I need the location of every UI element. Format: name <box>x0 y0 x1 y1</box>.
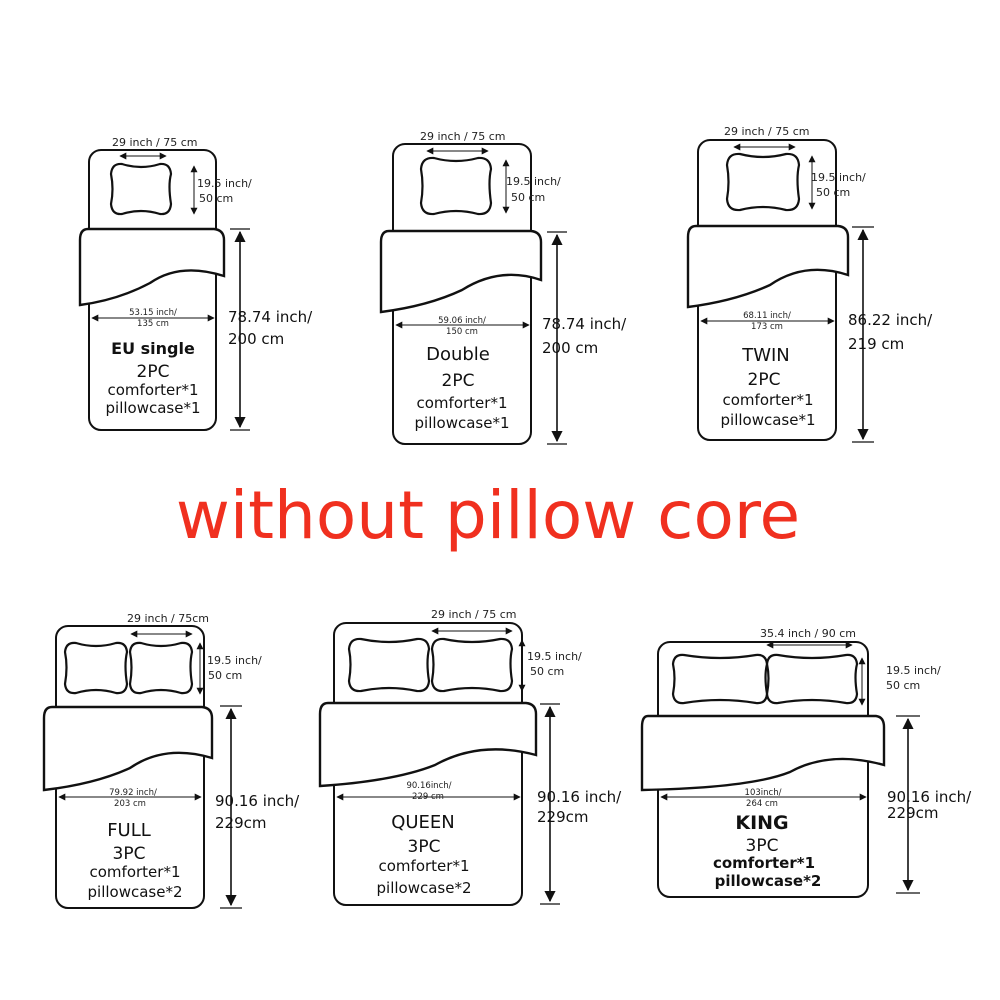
bed-length-label: 90.16 inch/ <box>215 792 300 810</box>
bed-twin <box>686 139 874 443</box>
size-name: QUEEN <box>391 812 455 833</box>
pillow-shape <box>430 637 514 693</box>
bed-width-cm-label: 229 cm <box>412 792 444 802</box>
bed-length-cm-label: 229cm <box>537 808 589 826</box>
pillow-height-cm-label: 50 cm <box>530 665 564 678</box>
bed-length-label: 86.22 inch/ <box>848 311 933 329</box>
bed-width-label: 103inch/ <box>745 788 782 798</box>
bed-full <box>42 625 242 909</box>
piece-count: 2PC <box>748 370 781 390</box>
size-name: FULL <box>107 820 151 841</box>
pillow-width-label: 29 inch / 75cm <box>127 612 209 625</box>
bed-width-cm-label: 135 cm <box>137 319 169 329</box>
comforter-shape <box>686 224 850 309</box>
comforter-shape <box>318 701 538 788</box>
pillow-width-label: 29 inch / 75 cm <box>431 608 517 621</box>
pillow-height-cm-label: 50 cm <box>886 679 920 692</box>
bed-width-cm-label: 203 cm <box>114 799 146 809</box>
bed-length-label: 90.16 inch/ <box>887 788 972 806</box>
pillow-height-label: 19.5 inch/ <box>527 650 582 663</box>
bed-king <box>640 641 920 898</box>
piece-count: 2PC <box>442 371 475 391</box>
comforter-shape <box>42 705 214 792</box>
pillowcase-count: pillowcase*2 <box>715 872 822 890</box>
bed-length-cm-label: 200 cm <box>542 339 598 357</box>
pillow-height-label: 19.5 inch/ <box>506 175 561 188</box>
comforter-count: comforter*1 <box>713 854 815 872</box>
bed-length-label: 90.16 inch/ <box>537 788 622 806</box>
pillow-width-label: 35.4 inch / 90 cm <box>760 627 856 640</box>
comforter-shape <box>640 714 886 792</box>
pillow-height-label: 19.5 inch/ <box>207 654 262 667</box>
pillow-shape <box>725 152 801 212</box>
bed-eu-single <box>78 149 250 431</box>
banner-text: without pillow core <box>176 477 800 554</box>
piece-count: 2PC <box>137 362 170 382</box>
pillow-height-cm-label: 50 cm <box>511 191 545 204</box>
pillowcase-count: pillowcase*1 <box>106 399 201 417</box>
pillow-height-cm-label: 50 cm <box>199 192 233 205</box>
bed-width-label: 90.16inch/ <box>406 781 451 791</box>
pillow-height-label: 19.5 inch/ <box>886 664 941 677</box>
comforter-count: comforter*1 <box>90 863 181 881</box>
bed-length-cm-label: 200 cm <box>228 330 284 348</box>
comforter-shape <box>78 227 226 307</box>
piece-count: 3PC <box>113 844 146 864</box>
pillow-height-label: 19.5 inch/ <box>811 171 866 184</box>
bed-double <box>379 143 567 445</box>
comforter-count: comforter*1 <box>417 394 508 412</box>
bed-length-label: 78.74 inch/ <box>228 308 313 326</box>
comforter-count: comforter*1 <box>108 381 199 399</box>
bed-queen <box>318 622 560 906</box>
bed-length-cm-label: 219 cm <box>848 335 904 353</box>
pillow-shape <box>63 641 129 695</box>
pillow-shape <box>419 156 493 216</box>
bed-width-label: 53.15 inch/ <box>129 308 177 318</box>
bed-width-label: 59.06 inch/ <box>438 316 486 326</box>
comforter-count: comforter*1 <box>723 391 814 409</box>
pillow-height-cm-label: 50 cm <box>816 186 850 199</box>
piece-count: 3PC <box>746 836 779 856</box>
pillow-shape <box>347 637 431 693</box>
pillowcase-count: pillowcase*2 <box>88 883 183 901</box>
bed-width-label: 79.92 inch/ <box>109 788 157 798</box>
bed-width-cm-label: 150 cm <box>446 327 478 337</box>
bed-width-cm-label: 264 cm <box>746 799 778 809</box>
comforter-count: comforter*1 <box>379 857 470 875</box>
pillowcase-count: pillowcase*1 <box>721 411 816 429</box>
pillow-shape <box>671 653 769 705</box>
bed-width-cm-label: 173 cm <box>751 322 783 332</box>
comforter-shape <box>379 229 543 314</box>
size-name: Double <box>426 344 490 365</box>
bed-width-label: 68.11 inch/ <box>743 311 791 321</box>
bed-length-cm-label: 229cm <box>887 804 939 822</box>
pillowcase-count: pillowcase*2 <box>377 879 472 897</box>
size-name: EU single <box>111 339 195 358</box>
pillow-width-label: 29 inch / 75 cm <box>112 136 198 149</box>
pillow-shape <box>128 641 194 695</box>
pillowcase-count: pillowcase*1 <box>415 414 510 432</box>
size-name: TWIN <box>741 345 790 366</box>
pillow-shape <box>765 653 859 705</box>
pillow-shape <box>109 162 173 216</box>
pillow-width-label: 29 inch / 75 cm <box>724 125 810 138</box>
pillow-height-cm-label: 50 cm <box>208 669 242 682</box>
pillow-width-label: 29 inch / 75 cm <box>420 130 506 143</box>
pillow-height-label: 19.5 inch/ <box>197 177 252 190</box>
piece-count: 3PC <box>408 837 441 857</box>
bed-length-label: 78.74 inch/ <box>542 315 627 333</box>
size-name: KING <box>735 812 788 834</box>
bed-length-cm-label: 229cm <box>215 814 267 832</box>
